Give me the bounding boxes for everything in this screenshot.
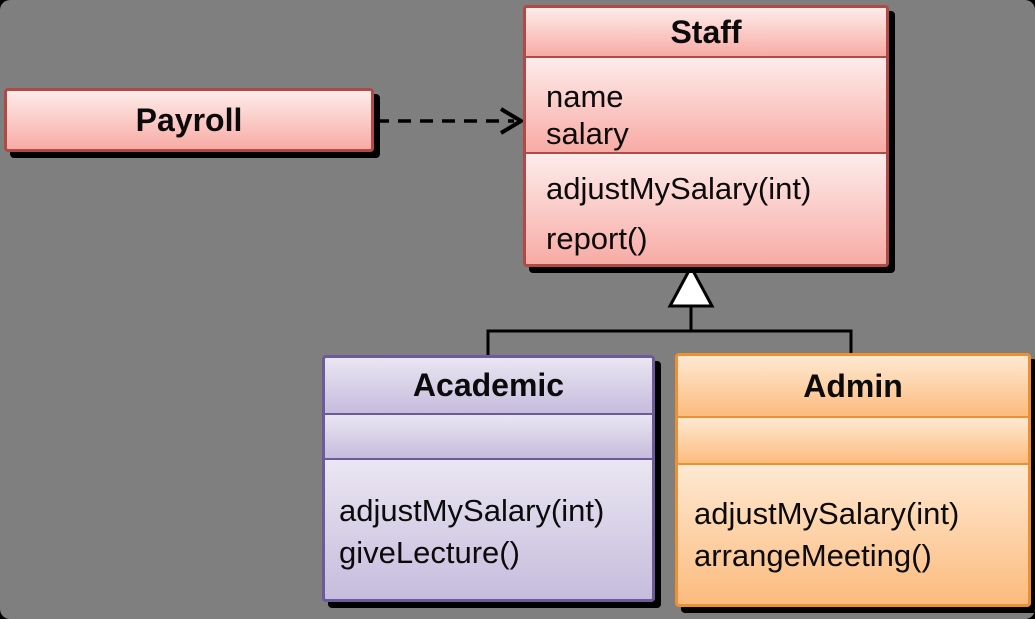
academic-method: adjustMySalary(int) (339, 493, 605, 528)
academic-methods: adjustMySalary(int) giveLecture() (325, 458, 652, 599)
class-box-payroll: Payroll (4, 88, 374, 152)
dependency-arrowhead-icon (499, 107, 525, 135)
admin-method: arrangeMeeting() (694, 538, 932, 573)
admin-title: Admin (678, 356, 1028, 416)
admin-method: adjustMySalary(int) (694, 496, 960, 531)
staff-methods: adjustMySalary(int) report() (526, 152, 886, 264)
staff-attributes: name salary (526, 56, 886, 152)
class-box-academic: Academic adjustMySalary(int) giveLecture… (322, 355, 655, 602)
class-box-admin: Admin adjustMySalary(int) arrangeMeeting… (675, 353, 1031, 607)
inheritance-triangle-icon (667, 263, 715, 308)
staff-method: report() (546, 221, 648, 256)
staff-attribute: salary (546, 116, 629, 151)
class-box-staff: Staff name salary adjustMySalary(int) re… (523, 5, 889, 267)
staff-method: adjustMySalary(int) (546, 171, 812, 206)
academic-attributes-empty (325, 413, 652, 458)
admin-methods: adjustMySalary(int) arrangeMeeting() (678, 463, 1028, 604)
inheritance-connector (486, 304, 853, 356)
academic-title: Academic (325, 358, 652, 413)
academic-method: giveLecture() (339, 535, 520, 570)
staff-attribute: name (546, 79, 624, 114)
payroll-title: Payroll (7, 91, 371, 149)
admin-attributes-empty (678, 416, 1028, 463)
staff-title: Staff (526, 8, 886, 56)
